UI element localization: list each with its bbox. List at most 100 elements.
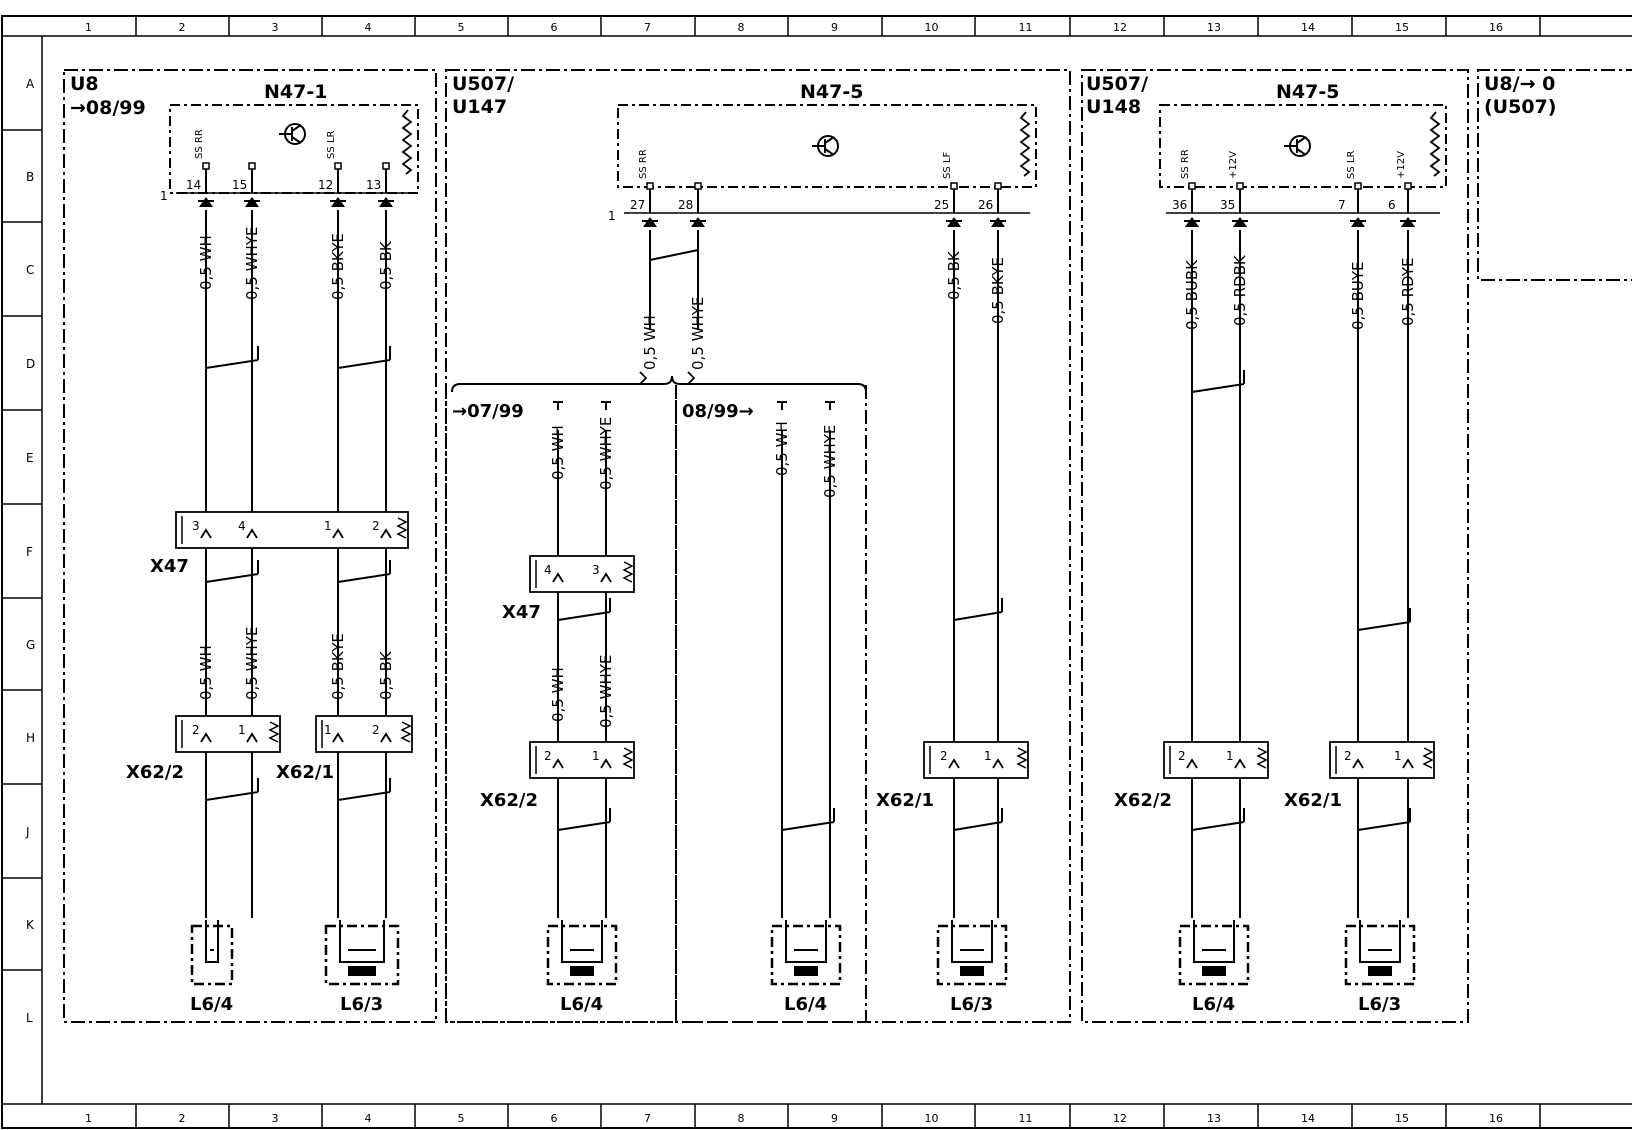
connector-pin-number: 2 [192,723,200,737]
wire-label: 0,5 WHYE [597,417,615,490]
wire-label: 0,5 WHYE [243,627,261,700]
connector-break-icon [400,721,412,743]
twisted-pair-marker [205,778,259,814]
connector-pin-number: 2 [372,519,380,533]
connector-pin-icon [552,758,564,769]
sensor-label: L6/3 [950,994,993,1015]
branch-marker [777,401,787,410]
sensor-coil-icon [205,920,219,963]
wire-label: 0,5 WH [197,235,215,290]
connector-body [923,741,1029,779]
module-pin-contact [694,182,702,190]
module-pin-signal: SS RR [194,129,205,159]
connector-pin-icon [948,758,960,769]
ecu-symbol-icon [812,135,839,157]
connector-pin-number: 1 [324,723,332,737]
grid-row-label: L [26,1011,33,1025]
connector-pin-icon [1186,758,1198,769]
module-pin-signal: +12V [1228,151,1239,179]
branch-marker [687,371,696,385]
modules: N47-1 1 N47-5 1 [160,81,1447,223]
wire-label: 0,5 BKYE [989,257,1007,324]
section-labels: U8 →08/99 U507/ U147 U507/ U148 U8/→ 0 (… [70,73,1556,119]
branch-bus [451,375,867,393]
connector-pin-icon [1352,758,1364,769]
section-variant-u8: U8 [70,73,99,95]
connector-pin-number: 1 [324,519,332,533]
subgroup-labels: →07/99 08/99→ [452,401,754,422]
section-variant-u507-b: U507/ [1086,73,1148,95]
grid-col-label: 16 [1489,21,1503,34]
connector-pin-icon [332,528,344,539]
connector-pin-number: 2 [544,749,552,763]
grid-col-label: 14 [1301,1112,1315,1125]
twisted-pair-marker [337,778,391,814]
module-label-n47-1: N47-1 [264,81,327,103]
twisted-pair-marker [649,249,699,268]
module-pin-contact [202,162,210,170]
grid-col-label: 3 [272,21,279,34]
connector-pin-number: 1 [1394,749,1402,763]
module-pin-number: 35 [1220,198,1235,212]
connector-label: X62/1 [276,762,334,783]
section-variant-u8-right: U8/→ 0 [1484,73,1555,95]
connector-pin-number: 3 [192,519,200,533]
connector-break-icon [1422,747,1434,769]
connector-pin-number: 2 [1344,749,1352,763]
module-label-n47-5-b: N47-5 [1276,81,1339,103]
connector-pin-number: 2 [1178,749,1186,763]
sensor-coil-icon [951,920,993,963]
module-pin-number: 14 [186,178,201,192]
sensor-label: L6/4 [784,994,827,1015]
module-pin-number: 36 [1172,198,1187,212]
module-pin-signal: SS RR [1180,149,1191,179]
module-pin-number: 13 [366,178,381,192]
grid-col-label: 11 [1019,1112,1033,1125]
twisted-pair-marker [1357,808,1411,844]
sensor-coil-icon [339,920,385,963]
connector-label: X62/1 [1284,790,1342,811]
connector-body [175,511,409,549]
sensor-coil-icon [785,920,827,963]
connector-break-icon [1016,747,1028,769]
grid-col-label: 12 [1113,1112,1127,1125]
wire-label: 0,5 BK [377,240,395,290]
connector-pin-number: 4 [544,563,552,577]
twisted-pair-marker [557,598,611,634]
grid-col-label: 6 [551,1112,558,1125]
module-pin-signal: SS LF [942,152,953,179]
grid-col-label: 8 [738,21,745,34]
connector-pin-number: 1 [1226,749,1234,763]
sensor-l6-3: L6/3 [1344,920,1416,1015]
wire-label: 0,5 RDYE [1399,258,1417,326]
grid-col-label: 4 [365,21,372,34]
connector-pin-number: 1 [592,749,600,763]
wire-label: 0,5 WH [549,667,567,722]
sensor-label: L6/4 [560,994,603,1015]
module-pin-contact [994,182,1002,190]
connector-break-icon [396,517,408,539]
sensor-label: L6/3 [340,994,383,1015]
connector-pin-number: 3 [592,563,600,577]
sensor-core-icon [960,966,984,976]
connector-pin-icon [600,758,612,769]
module-pin-number: 25 [934,198,949,212]
twisted-pair-marker [337,346,391,382]
module-pin-contact [334,162,342,170]
section-variant-u507-right: (U507) [1484,96,1556,118]
twisted-pair-marker [1357,608,1411,644]
module-pin-number: 7 [1338,198,1346,212]
twisted-pair-marker [557,808,611,844]
module-n47-5-b: N47-5 [1159,81,1447,214]
grid-col-label: 5 [458,1112,465,1125]
sensor-l6-3: L6/3 [324,920,400,1015]
ecu-symbol-icon [279,123,306,145]
section-variant-u148: U148 [1086,96,1141,118]
